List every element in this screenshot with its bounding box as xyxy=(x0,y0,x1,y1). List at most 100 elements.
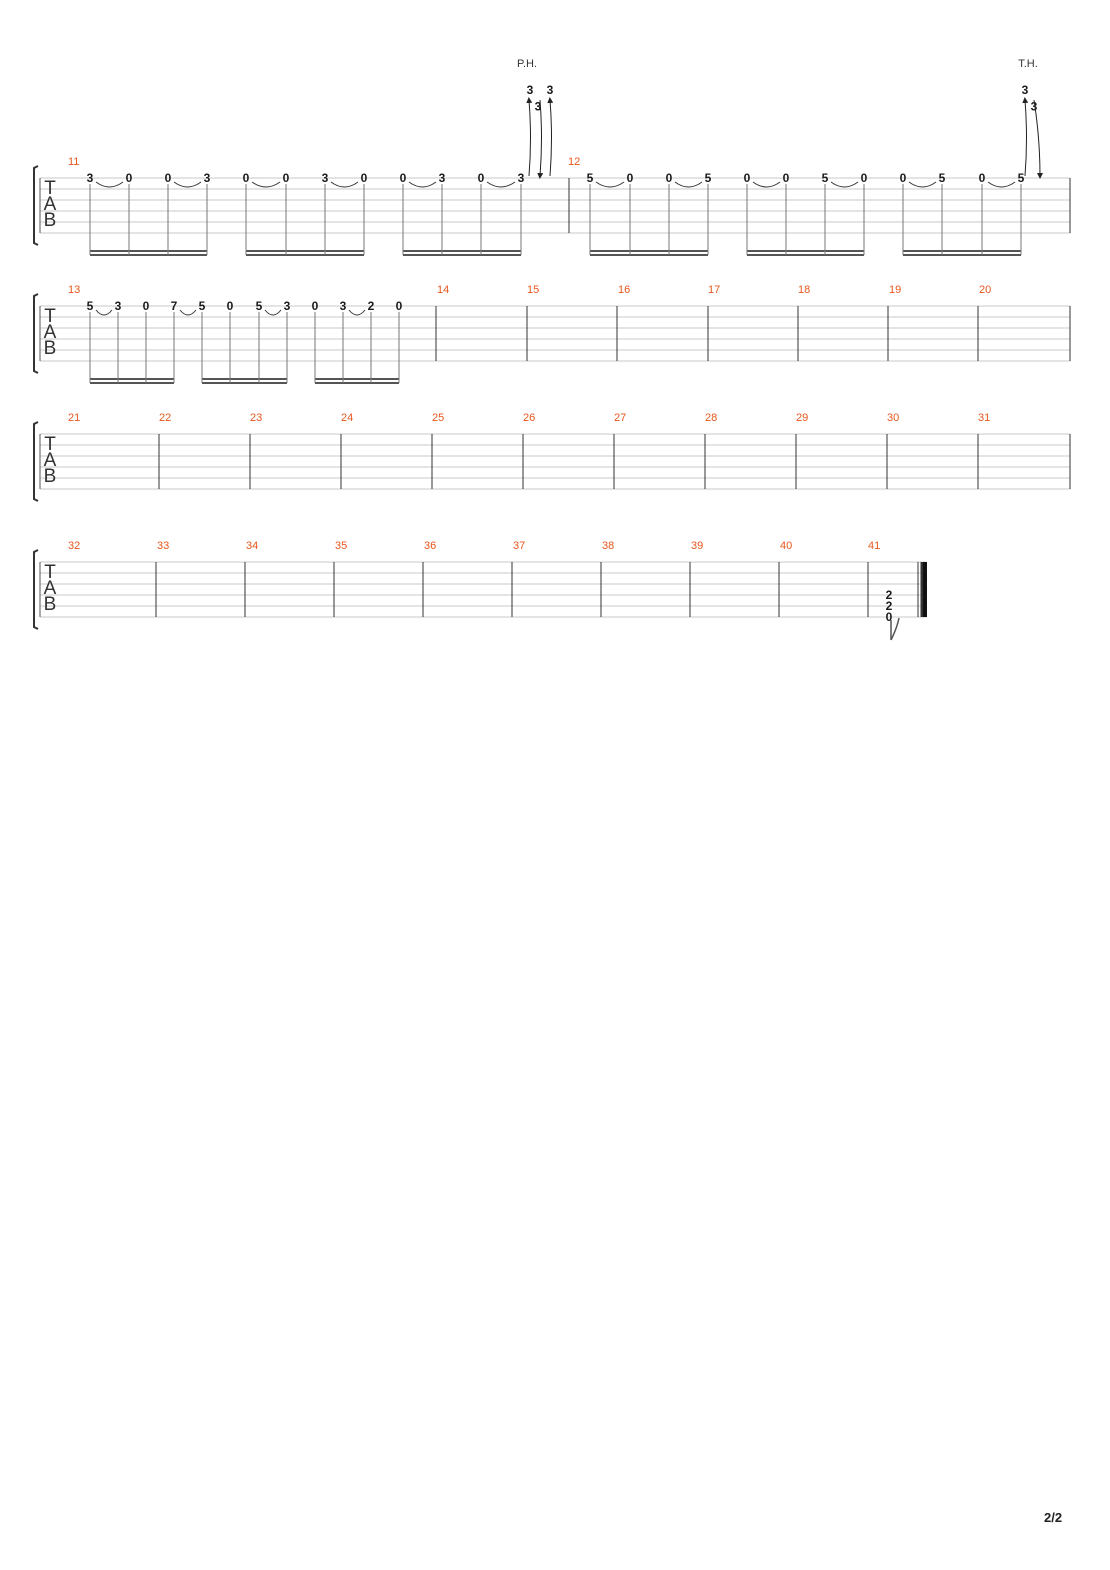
fret-number: 0 xyxy=(861,171,868,185)
bend-arrow xyxy=(547,97,554,177)
measure-number: 16 xyxy=(618,284,630,296)
fret-number: 3 xyxy=(87,171,94,185)
fret-number: 3 xyxy=(518,171,525,185)
tie xyxy=(95,181,124,188)
fret-number: 7 xyxy=(171,299,178,313)
tab-clef-t: T xyxy=(44,562,56,583)
harmonic-label: T.H. xyxy=(1018,58,1038,70)
fret-number: 0 xyxy=(312,299,319,313)
tie xyxy=(251,181,281,188)
fret-number: 3 xyxy=(1022,83,1029,97)
fret-number: 3 xyxy=(322,171,329,185)
fret-number: 5 xyxy=(1018,171,1025,185)
fret-number: 0 xyxy=(165,171,172,185)
fret-number: 5 xyxy=(822,171,829,185)
fret-number: 0 xyxy=(744,171,751,185)
tab-clef-t: T xyxy=(44,178,56,199)
fret-number: 0 xyxy=(886,610,893,624)
measure-number: 28 xyxy=(705,412,717,424)
tie xyxy=(408,181,437,188)
fret-number: 2 xyxy=(368,299,375,313)
fret-number: 0 xyxy=(979,171,986,185)
fret-number: 5 xyxy=(939,171,946,185)
measure-number: 30 xyxy=(887,412,899,424)
tab-clef-a: A xyxy=(44,194,57,215)
measure-number: 27 xyxy=(614,412,626,424)
tie xyxy=(830,181,859,188)
measure-number: 35 xyxy=(335,540,347,552)
measure-number: 14 xyxy=(437,284,449,296)
fret-number: 0 xyxy=(396,299,403,313)
fret-number: 0 xyxy=(900,171,907,185)
fret-number: 5 xyxy=(256,299,263,313)
fret-number: 3 xyxy=(115,299,122,313)
fret-number: 3 xyxy=(340,299,347,313)
page-number: 2/2 xyxy=(1044,1510,1063,1525)
bend-arrow xyxy=(1033,99,1043,179)
harmonic-label: P.H. xyxy=(517,58,537,70)
tab-clef-b: B xyxy=(44,466,57,487)
tie xyxy=(173,181,202,188)
staff-bracket xyxy=(33,549,39,630)
fret-number: 3 xyxy=(527,83,534,97)
fret-number: 0 xyxy=(283,171,290,185)
fret-number: 0 xyxy=(126,171,133,185)
measure-number: 20 xyxy=(979,284,991,296)
fret-number: 0 xyxy=(666,171,673,185)
fret-number: 5 xyxy=(87,299,94,313)
measure-number: 29 xyxy=(796,412,808,424)
staff-bracket xyxy=(33,421,39,502)
tab-clef-b: B xyxy=(44,338,57,359)
note-flag xyxy=(890,617,900,641)
fret-number: 3 xyxy=(439,171,446,185)
measure-number: 23 xyxy=(250,412,262,424)
measure-number: 24 xyxy=(341,412,353,424)
measure-number: 41 xyxy=(868,540,880,552)
tab-clef-t: T xyxy=(44,306,56,327)
fret-number: 5 xyxy=(705,171,712,185)
fret-number: 0 xyxy=(243,171,250,185)
measure-number: 18 xyxy=(798,284,810,296)
tie xyxy=(987,181,1016,188)
tab-clef-b: B xyxy=(44,594,57,615)
fret-number: 5 xyxy=(587,171,594,185)
fret-number: 2 xyxy=(886,588,893,602)
tie xyxy=(95,309,113,316)
measure-number: 19 xyxy=(889,284,901,296)
fret-number: 2 xyxy=(886,599,893,613)
measure-number: 12 xyxy=(568,156,580,168)
fret-number: 0 xyxy=(478,171,485,185)
staff-bracket xyxy=(33,165,39,246)
fret-number: 3 xyxy=(547,83,554,97)
measure-number: 31 xyxy=(978,412,990,424)
bend-arrow xyxy=(537,99,544,179)
tie xyxy=(908,181,937,188)
measure-number: 38 xyxy=(602,540,614,552)
tie xyxy=(348,309,366,316)
tie xyxy=(752,181,781,188)
tie xyxy=(674,181,703,188)
fret-number: 0 xyxy=(361,171,368,185)
tie xyxy=(486,181,516,188)
tie xyxy=(330,181,359,188)
tab-clef-a: A xyxy=(44,578,57,599)
fret-number: 0 xyxy=(627,171,634,185)
fret-number: 0 xyxy=(400,171,407,185)
fret-number: 0 xyxy=(227,299,234,313)
tie xyxy=(264,309,282,316)
fret-number: 3 xyxy=(204,171,211,185)
tab-clef-a: A xyxy=(44,450,57,471)
fret-number: 0 xyxy=(783,171,790,185)
measure-number: 15 xyxy=(527,284,539,296)
measure-number: 21 xyxy=(68,412,80,424)
measure-number: 34 xyxy=(246,540,258,552)
fret-number: 3 xyxy=(535,100,542,114)
tie xyxy=(179,309,197,316)
measure-number: 40 xyxy=(780,540,792,552)
tab-clef-t: T xyxy=(44,434,56,455)
